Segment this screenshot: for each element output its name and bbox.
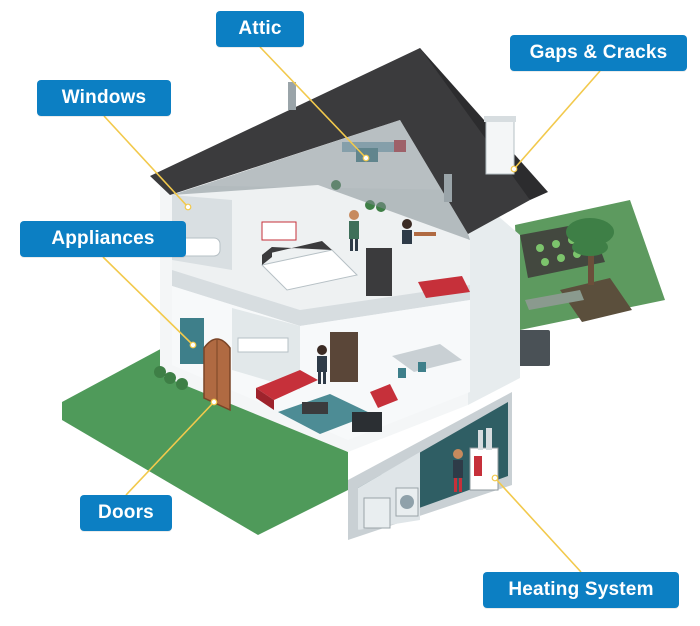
garden-soil [560,278,632,322]
fridge [180,318,204,364]
wardrobe [366,248,392,296]
leader-line-gaps [513,70,601,170]
attic-label: Attic [216,11,304,47]
leader-dots [184,154,518,482]
armchair [370,384,398,408]
tv [352,412,382,432]
bathtub [179,237,221,257]
upper-person-standing [349,210,359,251]
leader-line-appliances [102,256,194,346]
shrub-icon [154,366,188,390]
windows-label: Windows [37,80,171,116]
front-door [203,338,231,412]
house-side-wall [468,190,520,405]
basement-sink [363,497,391,529]
kitchen-counter [237,337,289,353]
front-lawn [62,345,348,535]
doors-label: Doors [80,495,172,531]
leader-line-attic [259,46,367,159]
roof-front [150,48,530,234]
bed [260,241,359,291]
garden-bench [525,290,584,310]
dining-chairs [398,362,426,378]
tree-icon [566,218,614,285]
upper-floor-slab [172,270,470,326]
wall-art [261,221,297,241]
furnace-icon [469,428,499,491]
roof-vent [288,82,296,110]
gaps-cracks-label: Gaps & Cracks [510,35,687,71]
sofa [256,370,318,410]
red-rug [418,276,470,298]
attic-underside [172,120,470,240]
basement-person [453,449,463,492]
roof-vent-2 [444,174,452,202]
leader-lines [102,46,601,573]
coffee-table [302,402,328,414]
leader-line-doors [125,401,215,496]
chimney-icon [484,116,516,175]
dining-table [392,344,462,372]
leader-line-heating [494,477,582,573]
bookshelf [330,332,358,382]
upper-person-desk [402,219,436,244]
lower-person [317,345,327,384]
leader-line-windows [103,115,189,208]
appliances-label: Appliances [20,221,186,257]
ac-unit [518,330,550,366]
heating-system-label: Heating System [483,572,679,608]
